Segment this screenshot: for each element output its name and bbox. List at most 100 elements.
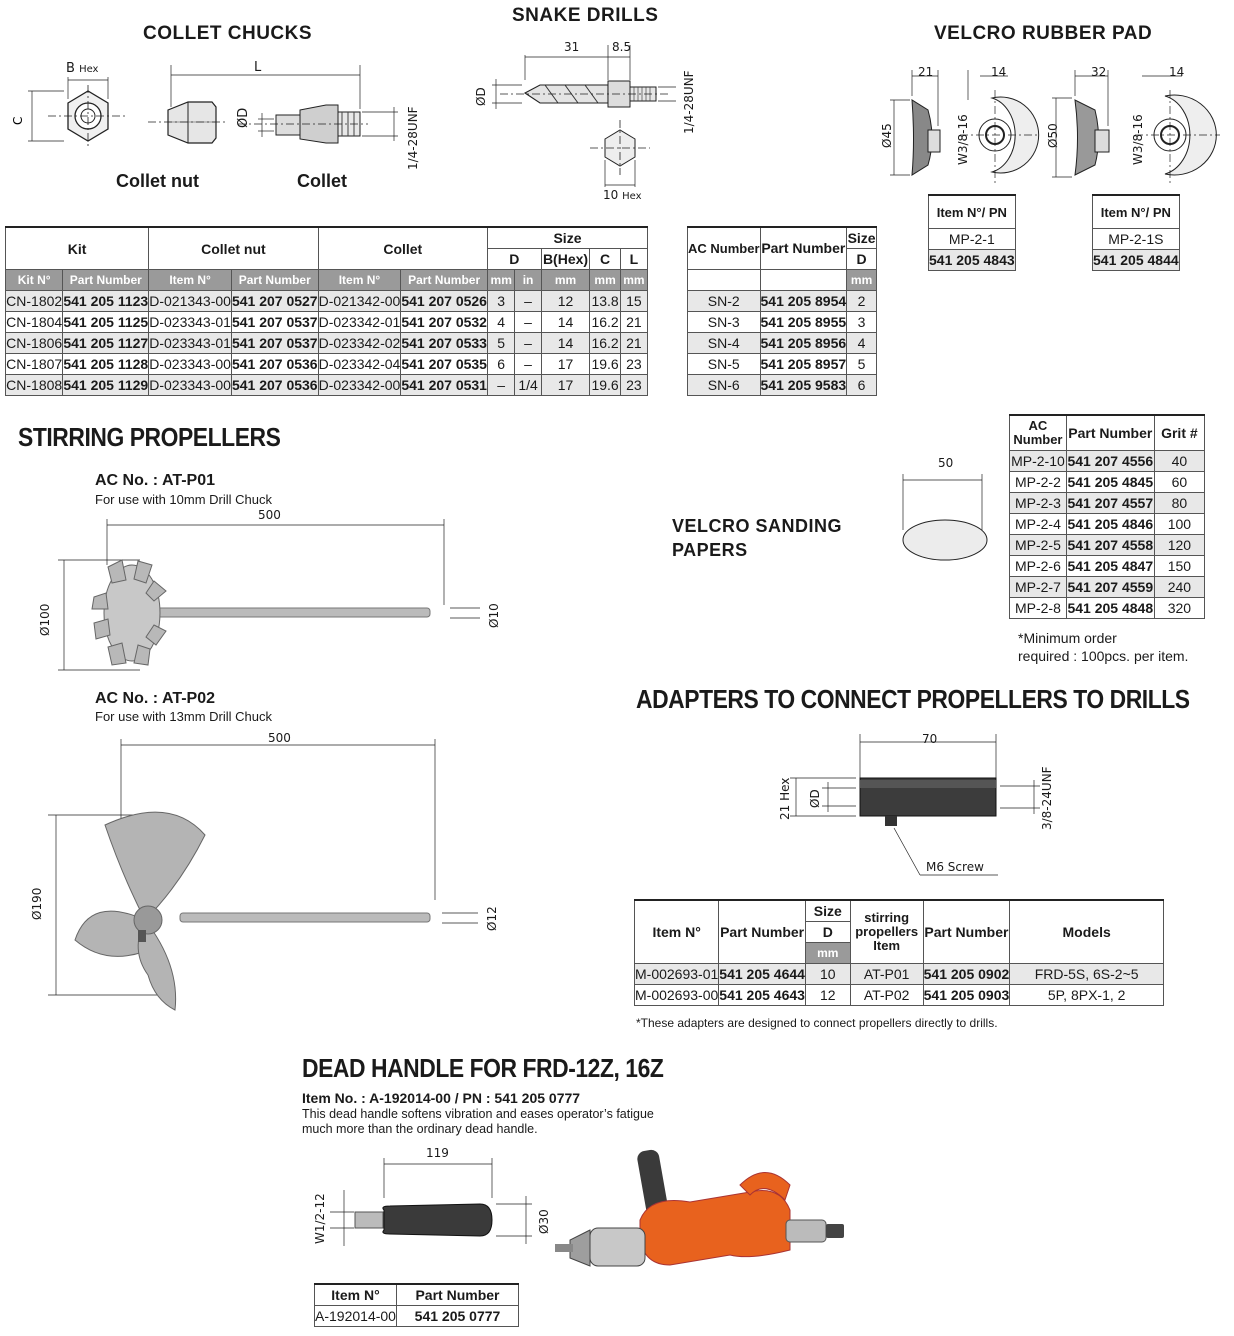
snake-hex-value: 10 [603, 188, 619, 202]
p1-sub: For use with 10mm Drill Chuck [95, 492, 272, 507]
table-cell: SN-3 [687, 311, 761, 333]
cc-subheader: Part Number [230, 269, 319, 291]
collet-label: Collet [297, 171, 348, 191]
ad-col-mm: mm [804, 942, 851, 964]
table-cell: – [514, 290, 542, 312]
table-cell: 3 [846, 311, 877, 333]
sp-col-ac: AC Number [1009, 414, 1067, 451]
ad-col-models: Models [1009, 899, 1164, 964]
p2-title: AC No. : AT-P02 [95, 690, 216, 707]
dead-handle-title: DEAD HANDLE FOR FRD-12Z, 16Z [302, 1053, 664, 1083]
table-cell: 541 205 8957 [759, 353, 848, 375]
table-cell: 541 205 4846 [1065, 513, 1155, 535]
pad2-item: MP-2-1S [1092, 228, 1180, 250]
table-cell: 13.8 [589, 290, 621, 312]
dead-handle-desc-2: much more than the ordinary dead handle. [302, 1122, 538, 1136]
pad1-w: 21 [918, 65, 934, 79]
table-cell: D-023342-02 [317, 332, 402, 354]
sn-col-d: D [846, 248, 877, 270]
pad1-t: 14 [991, 65, 1007, 79]
svg-text:C: C [11, 117, 25, 125]
sn-col-size: Size [846, 226, 877, 249]
table-cell: 23 [619, 374, 649, 396]
sn-col-ac: AC Number [687, 226, 761, 270]
pad2-dia: Ø50 [1046, 123, 1060, 148]
ad-col-stir: stirring propellers Item [849, 899, 924, 964]
cc-subheader: Part Number [400, 269, 488, 291]
table-cell: 541 205 4644 [718, 963, 806, 985]
dh-item: A-192014-00 [314, 1305, 397, 1327]
adapter-d: ØD [808, 789, 822, 808]
table-cell: D-023342-01 [317, 311, 402, 333]
table-cell: AT-P02 [849, 984, 924, 1006]
p2-sub: For use with 13mm Drill Chuck [95, 709, 272, 724]
snake-dim-hex: 10 Hex [603, 188, 642, 202]
table-cell: D-023343-01 [148, 311, 232, 333]
table-cell: 40 [1153, 450, 1206, 472]
sn-col-pn: Part Number [759, 226, 848, 270]
pad1-header: Item N°/ PN [928, 194, 1016, 229]
table-cell: 100 [1153, 513, 1206, 535]
p1-shaft: Ø10 [487, 603, 501, 628]
sanding-title-1: VELCRO SANDING [672, 516, 843, 536]
table-cell: 320 [1153, 597, 1206, 619]
table-cell: AT-P01 [849, 963, 924, 985]
cc-subheader: in [514, 269, 542, 291]
propeller-1-drawing [58, 519, 480, 671]
p2-dia: Ø190 [30, 887, 44, 920]
pad2-header: Item N°/ PN [1092, 194, 1180, 229]
collet-chucks-table: Kit Collet nut Collet Size D B(Hex) C L … [4, 226, 649, 396]
col-collet: Collet [317, 226, 488, 270]
dim-l: L [254, 60, 262, 75]
table-cell: D-021342-00 [317, 290, 402, 312]
table-cell: MP-2-3 [1009, 492, 1067, 514]
table-cell: 5 [846, 353, 877, 375]
table-cell: 541 205 4848 [1065, 597, 1155, 619]
col-kit: Kit [4, 226, 150, 270]
dh-col-pn: Part Number [395, 1283, 520, 1306]
table-cell: 120 [1153, 534, 1206, 556]
dim-thread: 1/4-28UNF [406, 106, 420, 170]
table-cell: 541 205 4643 [718, 984, 806, 1006]
table-cell: – [514, 311, 542, 333]
table-cell: SN-4 [687, 332, 761, 354]
col-d: D [486, 248, 542, 270]
col-l: L [619, 248, 649, 270]
adapters-table: Item N° Part Number Size stirring propel… [633, 899, 1164, 1006]
dim-b-label: B [66, 61, 75, 76]
sanding-title-2: PAPERS [672, 540, 748, 560]
pad1-dia: Ø45 [880, 123, 894, 148]
dim-d: ØD [236, 107, 251, 128]
table-cell: 17 [540, 374, 591, 396]
table-cell: 6 [486, 353, 516, 375]
table-cell: 541 205 1123 [62, 290, 150, 312]
table-cell: 1/4 [514, 374, 542, 396]
table-cell: 4 [486, 311, 516, 333]
adapters-note: *These adapters are designed to connect … [636, 1016, 998, 1030]
table-cell: 541 207 0533 [400, 332, 488, 354]
snake-hex-unit: Hex [622, 191, 642, 202]
table-cell: – [486, 374, 516, 396]
table-cell: 16.2 [589, 311, 621, 333]
table-cell: 541 205 1128 [62, 353, 150, 375]
sp-col-grit: Grit # [1153, 414, 1206, 451]
col-size: Size [486, 226, 649, 249]
dead-handle-desc-1: This dead handle softens vibration and e… [302, 1107, 654, 1121]
sp-col-pn: Part Number [1065, 414, 1155, 451]
table-cell: 4 [846, 332, 877, 354]
table-cell: MP-2-4 [1009, 513, 1067, 535]
table-cell: 19.6 [589, 374, 621, 396]
collet-nut-label: Collet nut [116, 171, 199, 191]
snake-dim-a: 31 [564, 40, 580, 54]
table-cell: D-023343-00 [148, 353, 232, 375]
dead-handle-thread: W1/2-12 [313, 1193, 327, 1244]
table-cell: – [514, 332, 542, 354]
